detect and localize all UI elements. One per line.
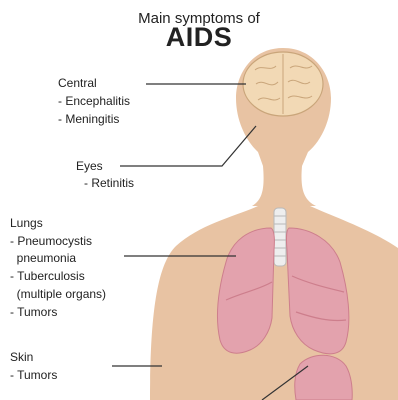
trachea [274,208,286,266]
label-lungs-heading: Lungs [10,216,43,231]
label-eyes-heading: Eyes [76,159,103,174]
label-lungs-item: (multiple organs) [10,287,106,302]
brain [243,52,323,116]
label-lungs-item: - Tuberculosis [10,269,85,284]
label-lungs-item: - Pneumocystis [10,234,92,249]
trachea-shape [274,208,286,266]
label-central-item: - Encephalitis [58,94,130,109]
label-eyes-item: - Retinitis [84,176,134,191]
label-lungs-item: - Tumors [10,305,57,320]
label-central-heading: Central [58,76,97,91]
label-lungs-item: pneumonia [10,251,76,266]
title-line-2: AIDS [0,30,398,45]
label-skin-item: - Tumors [10,368,57,383]
label-skin-heading: Skin [10,350,33,365]
label-central-item: - Meningitis [58,112,119,127]
leader-eyes [120,126,256,166]
